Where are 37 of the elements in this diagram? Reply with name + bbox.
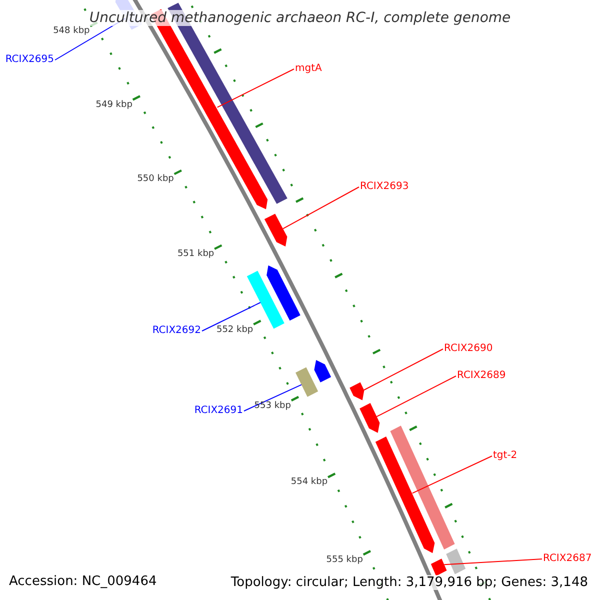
gene-bar [446, 548, 466, 574]
gene-label: mgtA [295, 64, 322, 74]
leader-line [376, 376, 456, 418]
leader-line [244, 384, 302, 412]
accession-text: Accession: NC_009464 [9, 575, 157, 588]
leader-line [444, 558, 542, 566]
scale-label: 549 kbp [96, 100, 132, 110]
gene-bar [430, 558, 447, 576]
leader-line [364, 348, 444, 390]
gene-bar [360, 403, 380, 433]
leader-line [202, 302, 261, 332]
scale-label: 548 kbp [53, 27, 90, 36]
gene-bar [264, 214, 288, 246]
gene-bar [266, 265, 300, 321]
gene-bar [296, 367, 318, 397]
scale-label: 552 kbp [216, 326, 254, 335]
scale-label: 555 kbp [326, 556, 363, 565]
gene-label: RCIX2690 [444, 344, 493, 354]
gene-bar [350, 382, 364, 400]
gene-label: RCIX2689 [457, 371, 506, 381]
gene-label: RCIX2687 [543, 554, 592, 564]
scale-label: 553 kbp [254, 402, 291, 411]
gene-label: RCIX2693 [360, 182, 409, 192]
gene-label: RCIX2695 [5, 55, 54, 65]
scale-label: 551 kbp [177, 250, 214, 260]
gene-label: tgt-2 [493, 451, 518, 461]
leader-line [412, 456, 492, 494]
gene-bar [314, 360, 332, 382]
gene-bar [390, 426, 455, 550]
leader-line [216, 68, 294, 108]
gene-label: RCIX2691 [194, 406, 243, 416]
scale-label: 554 kbp [290, 478, 328, 488]
genome-stats-text: Topology: circular; Length: 3,179,916 bp; Genes: 3,148 [228, 575, 590, 590]
scale-label: 550 kbp [137, 175, 174, 184]
leader-line [282, 186, 360, 230]
gene-label: RCIX2692 [152, 326, 201, 336]
gene-bar [375, 436, 435, 554]
